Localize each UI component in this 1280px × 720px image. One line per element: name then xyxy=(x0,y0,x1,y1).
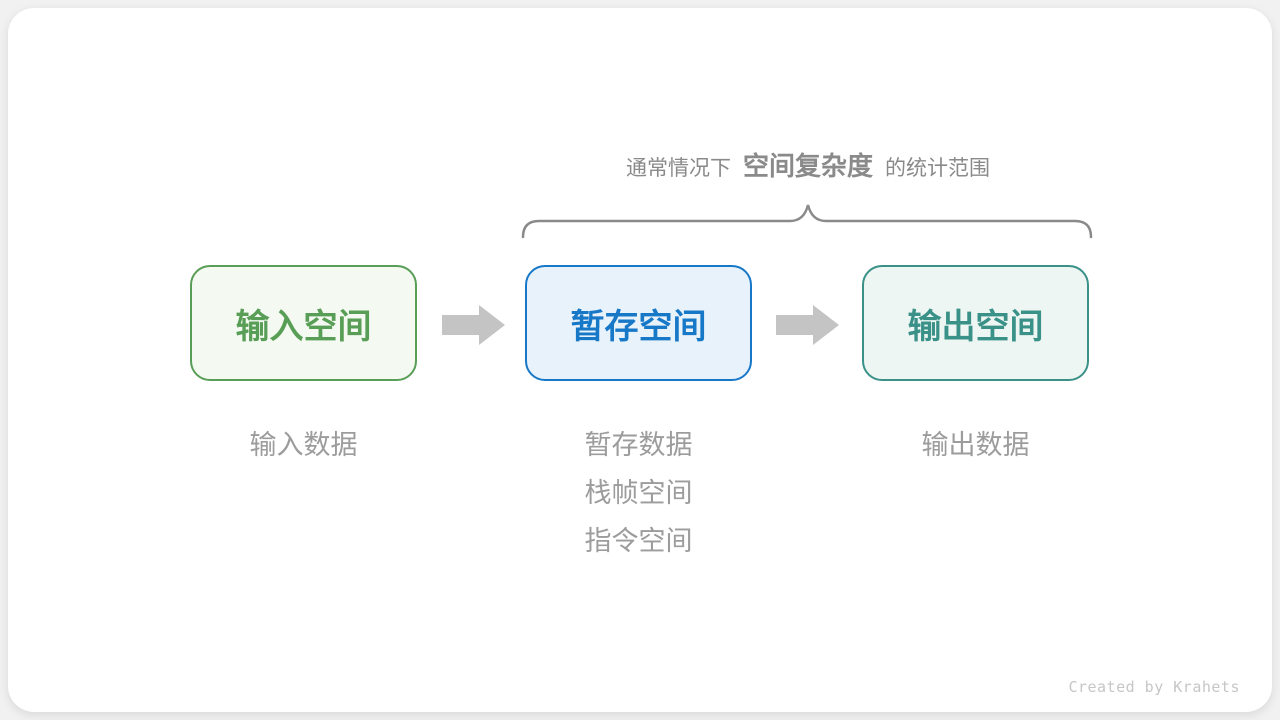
caption: 通常情况下空间复杂度的统计范围 xyxy=(525,146,1091,183)
caption-emphasis: 空间复杂度 xyxy=(742,152,873,182)
output-space-label: 输出空间 xyxy=(907,306,1044,347)
annotation-output-data: 输出数据 xyxy=(921,430,1030,461)
temp-space-box: 暂存空间 xyxy=(525,265,752,381)
output-annotations: 输出数据 xyxy=(862,422,1089,470)
annotation-input-data: 输入数据 xyxy=(249,430,358,461)
arrow-right-icon xyxy=(776,305,839,345)
input-annotations: 输入数据 xyxy=(190,422,417,470)
temp-annotations: 暂存数据 栈帧空间 指令空间 xyxy=(525,422,752,566)
annotation-instruction-space: 指令空间 xyxy=(584,526,693,557)
caption-prefix: 通常情况下 xyxy=(625,156,731,180)
input-space-label: 输入空间 xyxy=(235,306,372,347)
output-space-box: 输出空间 xyxy=(862,265,1089,381)
credit-text: Created by Krahets xyxy=(1068,678,1240,696)
caption-suffix: 的统计范围 xyxy=(885,156,990,180)
curly-brace-icon xyxy=(521,204,1093,239)
annotation-stack-frame-space: 栈帧空间 xyxy=(584,478,693,509)
input-space-box: 输入空间 xyxy=(190,265,417,381)
temp-space-label: 暂存空间 xyxy=(570,306,707,347)
arrow-right-icon xyxy=(442,305,505,345)
annotation-temp-data: 暂存数据 xyxy=(584,430,693,461)
